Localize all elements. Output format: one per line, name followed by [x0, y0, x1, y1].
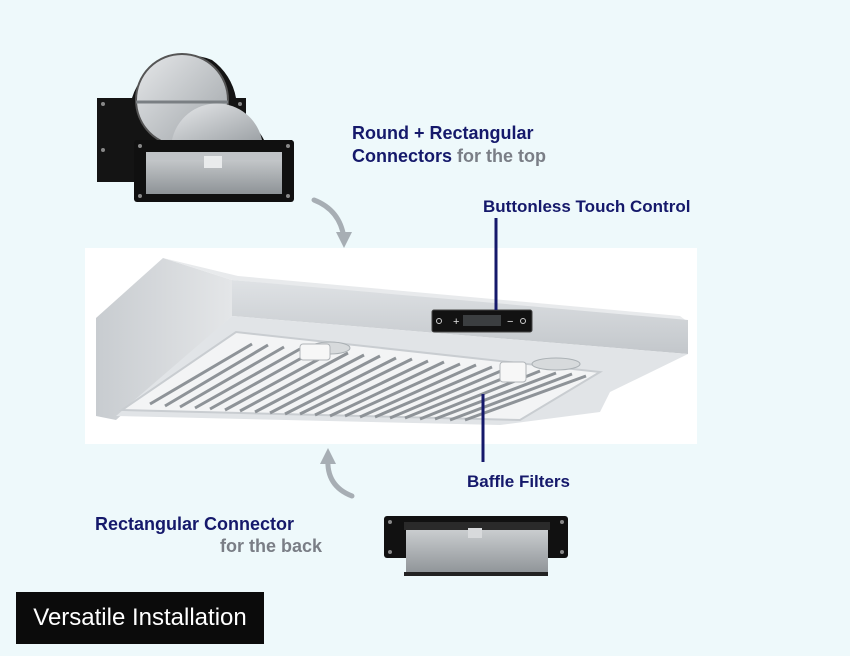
top-connector-label-line1: Round + Rectangular [352, 123, 534, 143]
baffle-filter-slats [149, 342, 587, 422]
top-connectors-image [97, 53, 294, 202]
curved-arrow-down-icon [311, 197, 352, 248]
versatile-installation-badge: Versatile Installation [16, 592, 264, 644]
touch-control-label: Buttonless Touch Control [483, 197, 690, 216]
back-connector-label-line1: Rectangular Connector [95, 514, 294, 534]
top-connector-label-line2: Connectors for the top [352, 146, 546, 166]
badge-text: Versatile Installation [33, 604, 247, 631]
touch-control-panel: + − [431, 309, 533, 333]
plus-icon: + [453, 316, 459, 328]
top-connector-label-strong: Connectors [352, 146, 452, 166]
back-connector-label-line2: for the back [220, 536, 323, 556]
back-connector-image [384, 516, 568, 576]
top-connector-label-light: for the top [452, 146, 546, 166]
curved-arrow-up-icon [320, 448, 355, 499]
baffle-filters-label: Baffle Filters [467, 472, 570, 491]
minus-icon: − [507, 316, 513, 328]
